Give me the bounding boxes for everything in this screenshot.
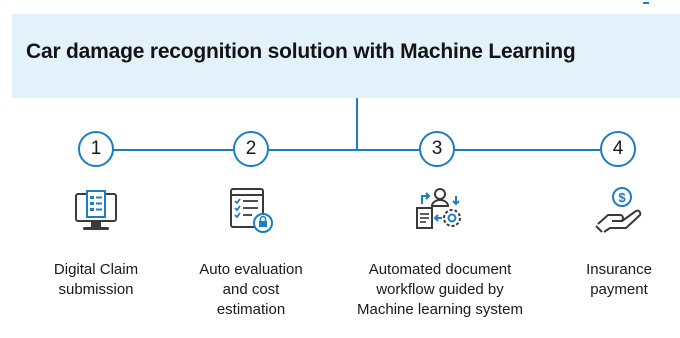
connector-stem xyxy=(356,98,358,150)
workflow-icon xyxy=(416,188,461,229)
page-title: Car damage recognition solution with Mac… xyxy=(26,40,576,63)
hand-dollar-icon: $ xyxy=(595,187,642,233)
step-1-label: Digital Claim submission xyxy=(53,261,139,298)
step-1-number: 1 xyxy=(78,131,114,167)
step-2-number: 2 xyxy=(233,131,269,167)
step-3-number: 3 xyxy=(419,131,455,167)
step-3-label: Automated document workflow guided by Ma… xyxy=(357,261,523,318)
timeline-line xyxy=(96,149,620,151)
step-2-label: Auto evaluation and cost estimation xyxy=(199,261,303,318)
top-accent-mark xyxy=(643,2,649,4)
checklist-icon xyxy=(230,188,273,233)
step-4-number: 4 xyxy=(600,131,636,167)
step-4-label: Insurance payment xyxy=(586,261,652,298)
svg-text:$: $ xyxy=(618,190,626,205)
computer-document-icon xyxy=(75,190,117,230)
header-band xyxy=(12,14,680,98)
